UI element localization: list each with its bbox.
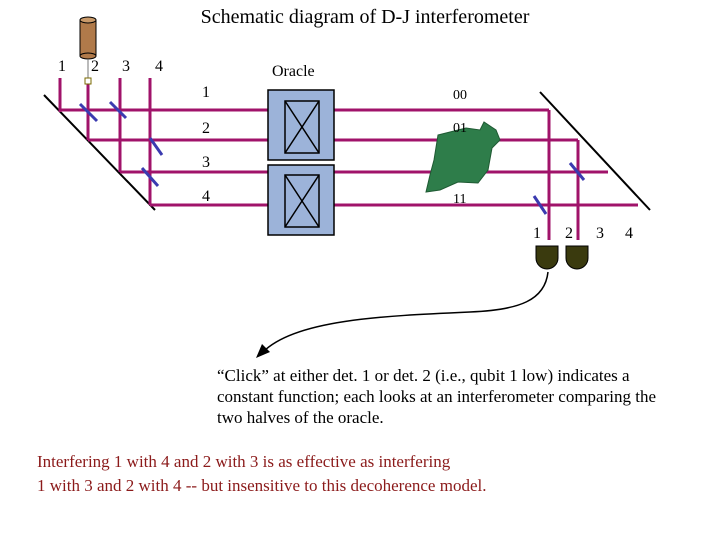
detector-2 (565, 245, 589, 270)
bottom-note-line-2: 1 with 3 and 2 with 4 -- but insensitive… (37, 476, 487, 495)
bottom-note-line-1: Interfering 1 with 4 and 2 with 3 is as … (37, 452, 451, 471)
input-label-4: 4 (155, 58, 163, 75)
oracle-row-label-2: 2 (202, 120, 210, 137)
oracle-row-label-1: 1 (202, 84, 210, 101)
detector-label-2: 2 (565, 225, 573, 242)
beam-splitters (78, 100, 586, 215)
bottom-note: Interfering 1 with 4 and 2 with 3 is as … (37, 450, 677, 498)
input-label-1: 1 (58, 58, 66, 75)
arrow-head (256, 344, 270, 358)
detector-label-3: 3 (596, 225, 604, 242)
input-label-2: 2 (91, 58, 99, 75)
detector-1 (535, 245, 559, 270)
diagram-title: Schematic diagram of D-J interferometer (200, 6, 530, 28)
input-label-3: 3 (122, 58, 130, 75)
detector-label-4: 4 (625, 225, 633, 242)
state-label-01: 01 (453, 121, 467, 136)
right-diagonal-mirror (539, 91, 651, 211)
state-label-11: 11 (453, 192, 467, 207)
state-label-00: 00 (453, 88, 467, 103)
photon-source (79, 16, 97, 85)
caption-text: “Click” at either det. 1 or det. 2 (i.e.… (217, 366, 657, 427)
oracle-row-label-4: 4 (202, 188, 210, 205)
left-diagonal-mirror (43, 94, 156, 211)
output-beams (547, 110, 580, 240)
decoherence-blob (425, 121, 501, 193)
oracle-box-top (267, 89, 335, 161)
caption-arrow (262, 271, 549, 353)
horizontal-beams (60, 108, 638, 207)
oracle-label: Oracle (272, 63, 315, 80)
detector-label-1: 1 (533, 225, 541, 242)
oracle-row-label-3: 3 (202, 154, 210, 171)
oracle-box-bottom (267, 164, 335, 236)
